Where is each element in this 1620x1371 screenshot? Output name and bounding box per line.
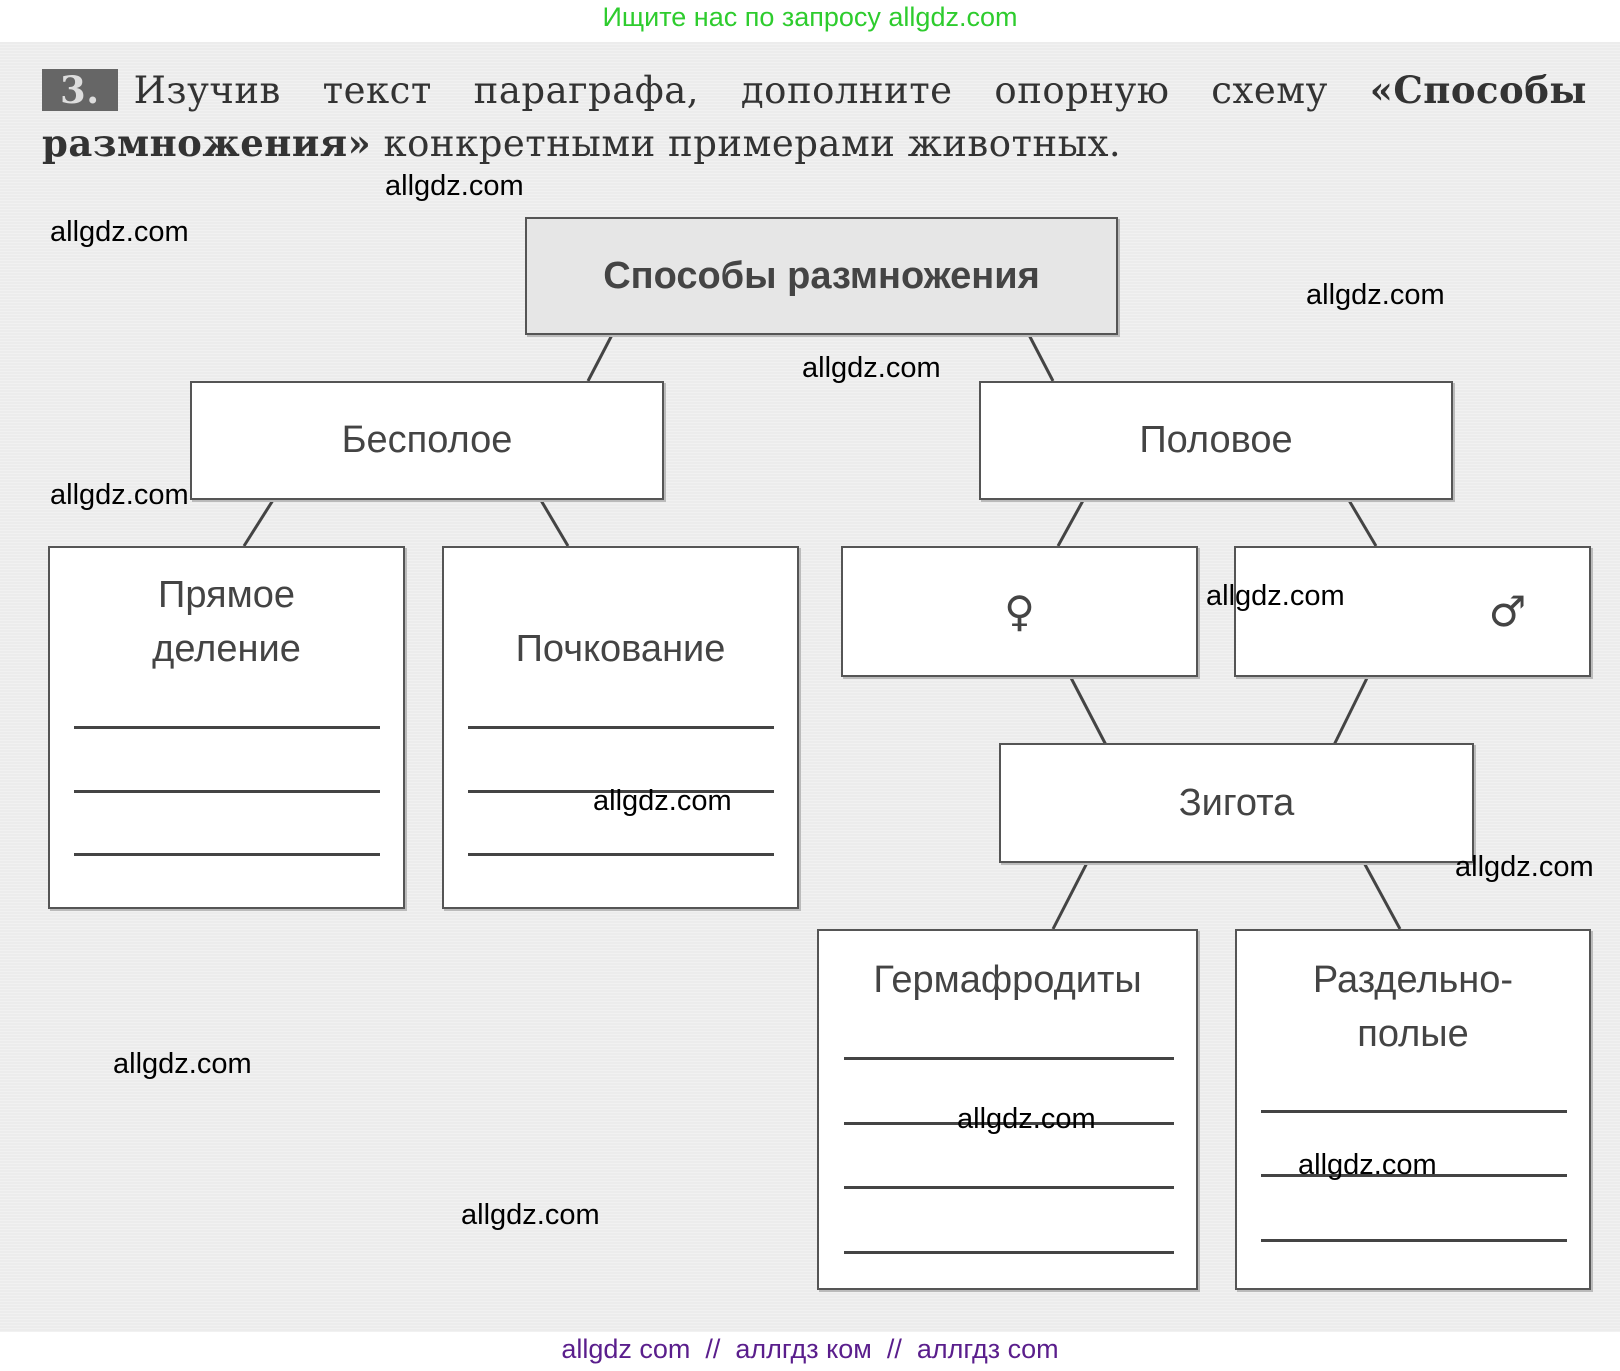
answer-line[interactable] xyxy=(74,853,380,856)
direct-division-box: Прямое деление xyxy=(48,546,405,909)
answer-line[interactable] xyxy=(468,726,774,729)
answer-line[interactable] xyxy=(74,726,380,729)
zygote-box: Зигота xyxy=(999,743,1474,863)
task-text-before: Изучив текст параграфа, дополните опорну… xyxy=(133,69,1370,112)
watermark-text: allgdz.com xyxy=(1298,1149,1437,1181)
asexual-box: Бесполое xyxy=(190,381,664,500)
watermark-text: allgdz.com xyxy=(461,1199,600,1231)
watermark-text: allgdz.com xyxy=(1206,580,1345,612)
zygote-label: Зигота xyxy=(1178,782,1295,824)
answer-line[interactable] xyxy=(468,790,774,793)
sexual-box: Половое xyxy=(979,381,1453,500)
dioecious-box: Раздельно- полые xyxy=(1235,929,1591,1290)
watermark-text: allgdz.com xyxy=(593,785,732,817)
dioecious-label-2: полые xyxy=(1357,1013,1469,1055)
top-banner: Ищите нас по запросу allgdz.com xyxy=(602,2,1018,32)
direct-division-label-2: деление xyxy=(152,628,301,670)
watermark-text: allgdz.com xyxy=(385,170,524,202)
direct-division-label-1: Прямое xyxy=(158,574,295,616)
watermark-text: allgdz.com xyxy=(50,479,189,511)
bottom-banner: allgdz com // аллгдз ком // аллгдз com xyxy=(561,1334,1059,1364)
answer-line[interactable] xyxy=(1261,1110,1567,1113)
male-symbol-icon: ♂ xyxy=(1488,587,1527,636)
watermark-text: allgdz.com xyxy=(957,1103,1096,1135)
male-gamete-box: ♂ xyxy=(1234,546,1591,677)
female-symbol-icon: ♀ xyxy=(1004,587,1035,636)
watermark-text: allgdz.com xyxy=(1306,279,1445,311)
hermaphrodites-label: Гермафродиты xyxy=(873,959,1142,1001)
answer-line[interactable] xyxy=(1261,1174,1567,1177)
watermark-text: allgdz.com xyxy=(50,216,189,248)
task-text-bold: «Способы размножения» xyxy=(42,68,1587,165)
dioecious-label-1: Раздельно- xyxy=(1312,959,1514,1001)
answer-line[interactable] xyxy=(844,1186,1174,1189)
hermaphrodites-box: Гермафродиты xyxy=(817,929,1198,1290)
answer-line[interactable] xyxy=(844,1057,1174,1060)
female-gamete-box: ♀ xyxy=(841,546,1198,677)
watermark-text: allgdz.com xyxy=(113,1048,252,1080)
answer-line[interactable] xyxy=(74,790,380,793)
answer-line[interactable] xyxy=(468,853,774,856)
watermark-text: allgdz.com xyxy=(1455,851,1594,883)
budding-box: Почкование xyxy=(442,546,799,909)
watermark-text: allgdz.com xyxy=(802,352,941,384)
budding-label: Почкование xyxy=(515,628,726,670)
asexual-label: Бесполое xyxy=(341,419,513,461)
answer-line[interactable] xyxy=(1261,1239,1567,1242)
task-text-after: конкретными примерами животных. xyxy=(371,122,1122,165)
answer-line[interactable] xyxy=(844,1251,1174,1254)
task-instruction: 3. Изучив текст параграфа, дополните опор… xyxy=(42,64,1587,170)
answer-line[interactable] xyxy=(844,1122,1174,1125)
root-box: Способы размножения xyxy=(525,217,1118,335)
task-number: 3. xyxy=(42,69,118,111)
root-label: Способы размножения xyxy=(603,255,1040,297)
sexual-label: Половое xyxy=(1139,419,1293,461)
